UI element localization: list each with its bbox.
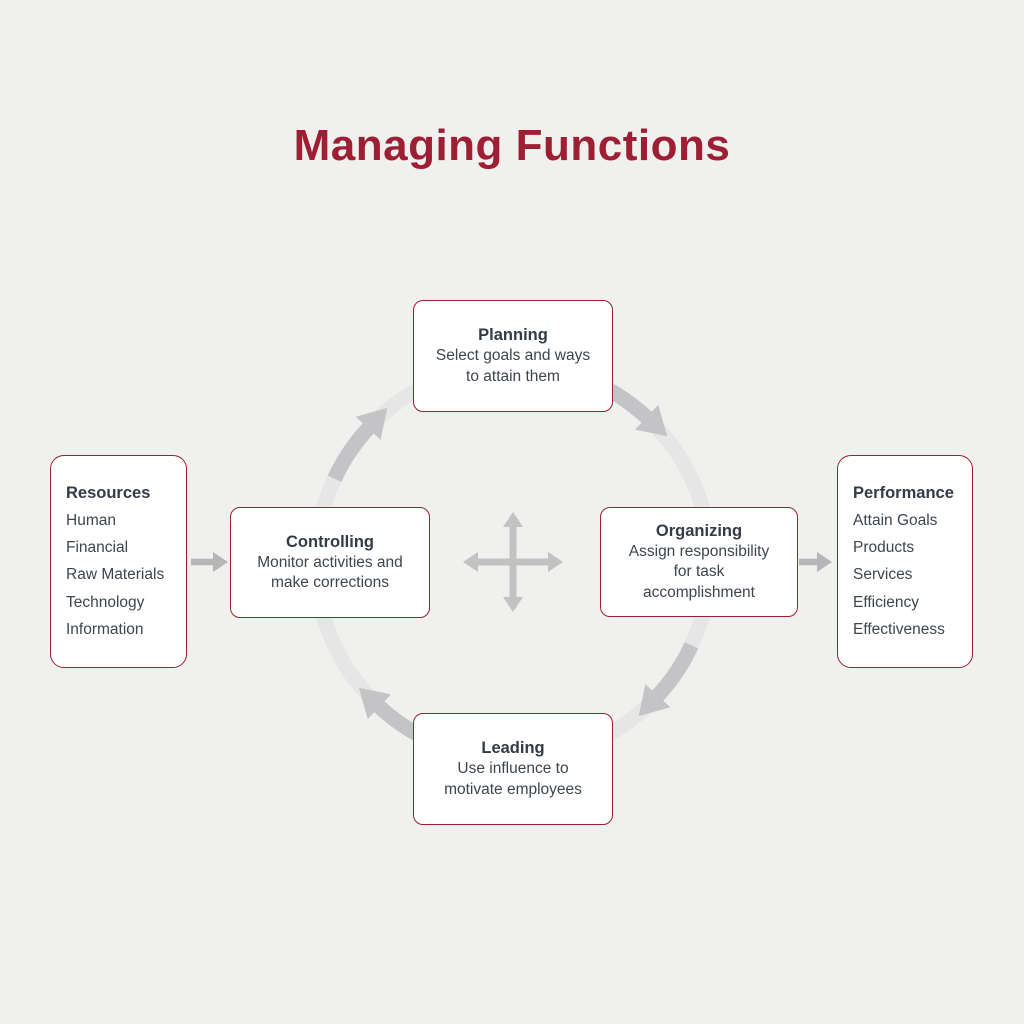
performance-item: Attain Goals xyxy=(853,511,938,529)
page-title: Managing Functions xyxy=(293,121,731,170)
clockwise-arrow-bottom-right-icon xyxy=(638,642,699,717)
performance-item: Services xyxy=(853,566,913,584)
performance-item: Products xyxy=(853,539,915,557)
organizing-desc-line: Assign responsibility xyxy=(628,542,770,560)
resources-title: Resources xyxy=(66,483,151,502)
planning-desc-line: to attain them xyxy=(466,367,560,385)
performance-item: Effectiveness xyxy=(853,620,945,638)
box-planning: Planning Select goals and ways to attain… xyxy=(413,300,613,412)
controlling-desc-line: make corrections xyxy=(270,574,389,591)
controlling-title: Controlling xyxy=(286,532,374,551)
clockwise-arrow-top-left-icon xyxy=(327,407,388,482)
resources-item: Technology xyxy=(66,593,145,611)
controlling-desc-line: Monitor activities and xyxy=(257,553,403,571)
performance-item: Efficiency xyxy=(853,593,920,611)
planning-desc-line: Select goals and ways xyxy=(435,347,591,364)
box-performance: Performance Attain Goals Products Servic… xyxy=(837,455,973,668)
resources-item: Information xyxy=(66,620,144,638)
leading-title: Leading xyxy=(481,739,545,757)
planning-title: Planning xyxy=(478,326,548,344)
resources-item: Raw Materials xyxy=(66,566,165,584)
performance-title: Performance xyxy=(853,483,954,502)
resources-item: Human xyxy=(66,511,116,529)
organizing-title: Organizing xyxy=(655,521,743,540)
box-leading: Leading Use influence to motivate employ… xyxy=(413,713,613,825)
box-organizing: Organizing Assign responsibility for tas… xyxy=(600,507,798,617)
resources-item: Financial xyxy=(66,539,129,557)
box-controlling: Controlling Monitor activities and make … xyxy=(230,507,430,618)
leading-desc-line: motivate employees xyxy=(444,780,582,798)
box-resources: Resources Human Financial Raw Materials … xyxy=(50,455,187,668)
four-way-arrow-icon xyxy=(463,512,563,612)
organizing-desc-line: for task xyxy=(673,563,725,581)
leading-desc-line: Use influence to xyxy=(457,760,569,777)
organizing-desc-line: accomplishment xyxy=(643,583,755,601)
